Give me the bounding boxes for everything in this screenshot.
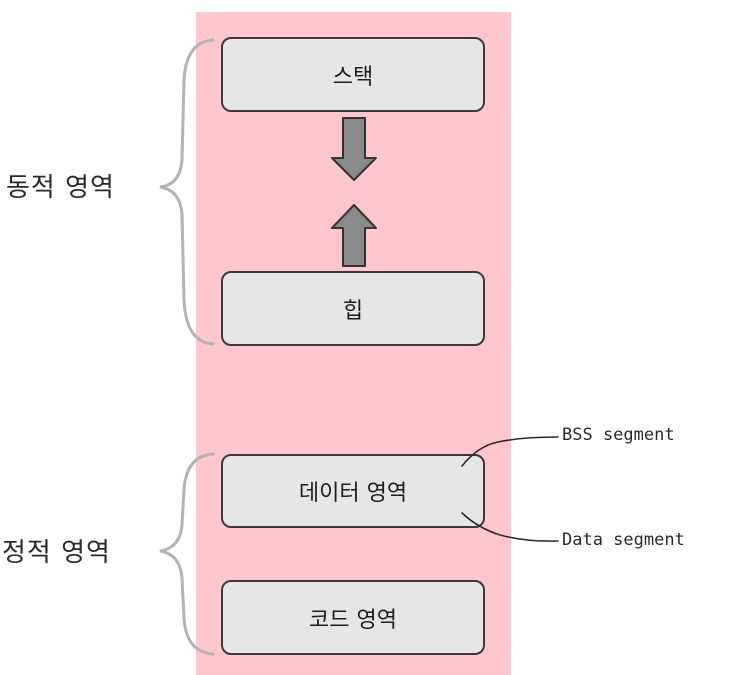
- dynamic-area-brace: [159, 38, 215, 346]
- heap-region: 힙: [221, 271, 485, 346]
- data-region: 데이터 영역: [221, 454, 485, 528]
- code-region: 코드 영역: [221, 580, 485, 655]
- heap-label: 힙: [342, 298, 364, 324]
- bss-connector-line: [461, 436, 559, 467]
- bss-segment-label: BSS segment: [562, 425, 675, 445]
- stack-label: 스택: [332, 64, 374, 90]
- static-area-brace: [159, 452, 215, 656]
- data-segment-connector-line: [461, 512, 559, 542]
- code-region-label: 코드 영역: [309, 607, 397, 633]
- dynamic-area-label: 동적 영역: [6, 173, 115, 203]
- data-segment-label: Data segment: [562, 530, 685, 550]
- up-arrow-icon: [331, 204, 377, 267]
- down-arrow-icon: [331, 117, 377, 181]
- data-region-label: 데이터 영역: [298, 481, 408, 506]
- static-area-label: 정적 영역: [2, 538, 111, 568]
- stack-region: 스택: [221, 37, 485, 112]
